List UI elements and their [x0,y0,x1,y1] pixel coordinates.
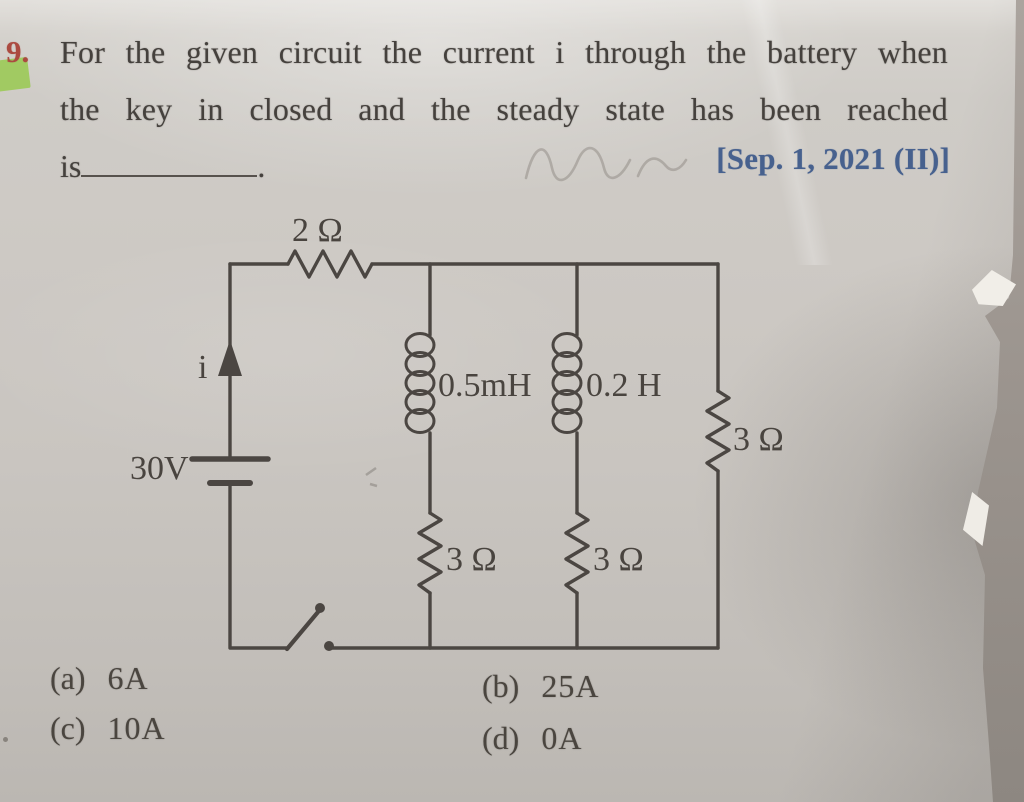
label-30v: 30V [130,450,189,487]
current-arrow [218,340,242,376]
option-a-value: 6A [107,660,149,696]
question-line3-prefix: is [60,148,82,184]
switch-contact-right [324,641,334,651]
option-a: (a) 6A [50,660,149,697]
option-d-value: 0A [541,720,583,756]
option-a-label: (a) [50,660,86,696]
question-text-line2: the key in closed and the steady state h… [60,91,948,127]
answer-blank-underline [81,145,258,177]
inductor1-coil [404,332,436,434]
resistor-right [705,389,731,473]
option-c-label: (c) [50,710,86,746]
question-text-line1: For the given circuit the current i thro… [60,34,948,70]
stray-ink-dot [3,737,8,742]
inductor2-coil [551,332,583,434]
exam-citation: [Sep. 1, 2021 (II)] [716,141,950,176]
switch-blade [284,609,321,652]
label-2ohm: 2 Ω [292,212,343,249]
label-3ohm-right: 3 Ω [733,421,784,458]
option-c-value: 10A [107,710,166,746]
option-b-label: (b) [482,668,520,704]
label-inductor2: 0.2 H [586,367,662,404]
label-3ohm-branch1: 3 Ω [446,541,497,578]
question-line3-period: . [257,148,266,184]
option-c: (c) 10A [50,710,166,747]
switch-contact-top [315,603,325,613]
question-text-line3: is. [60,144,265,188]
pencil-scribble [524,146,688,182]
resistor-branch2 [564,511,590,595]
option-b-value: 25A [541,668,600,704]
smudge-mark [365,466,378,488]
resistor-2ohm [286,249,374,279]
resistor-branch1 [417,511,443,595]
label-3ohm-branch2: 3 Ω [593,541,644,578]
option-d: (d) 0A [482,720,582,757]
option-b: (b) 25A [482,668,599,705]
question-number: 9. [6,34,30,69]
label-inductor1: 0.5mH [438,367,532,404]
label-current-i: i [198,349,207,386]
wire-left [228,262,288,650]
circuit-diagram: 2 Ω i 30V 0.5mH 0.2 H 3 Ω 3 Ω 3 Ω [130,212,784,652]
option-d-label: (d) [482,720,520,756]
